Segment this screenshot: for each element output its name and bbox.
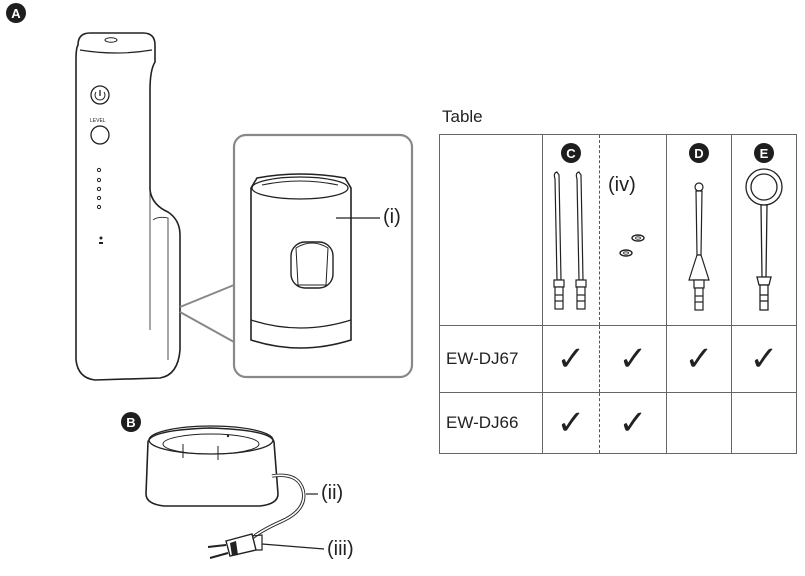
power-button-icon (90, 85, 110, 105)
row-model-label: EW-DJ66 (439, 392, 543, 454)
label-a-badge: A (6, 3, 26, 23)
header-oring-iv: (iv) (599, 134, 667, 326)
check-cell (666, 392, 732, 454)
check-cell: ✓ (599, 325, 667, 393)
header-nozzle-d: D (666, 134, 732, 326)
level-button-icon (90, 125, 110, 145)
header-nozzle-c: C (542, 134, 600, 326)
header-nozzle-e: E (731, 134, 797, 326)
check-cell (731, 392, 797, 454)
accessory-table: C (iv) (439, 134, 797, 454)
callout-iii: (iii) (327, 538, 354, 560)
main-unit-illustration (75, 32, 414, 381)
check-cell: ✓ (542, 392, 600, 454)
orthodontic-nozzle-icon (688, 182, 710, 311)
check-cell: ✓ (599, 392, 667, 454)
callout-ii: (ii) (321, 482, 344, 504)
table-title: Table (442, 107, 483, 126)
label-c-badge: C (561, 143, 581, 163)
label-b-badge: B (121, 412, 141, 432)
check-cell: ✓ (542, 325, 600, 393)
check-cell: ✓ (666, 325, 732, 393)
label-e-badge: E (754, 143, 774, 163)
label-d-badge: D (689, 143, 709, 163)
standard-nozzle-icon (553, 171, 587, 310)
level-button-label: LEVEL (90, 118, 106, 124)
row-model-label: EW-DJ67 (439, 325, 543, 393)
callout-iv: (iv) (608, 174, 636, 196)
check-cell: ✓ (731, 325, 797, 393)
header-empty-cell (439, 134, 543, 326)
charging-stand-illustration (145, 425, 325, 559)
callout-i: (i) (383, 206, 401, 228)
tongue-cleaner-icon (745, 168, 783, 311)
o-ring-icon (619, 234, 645, 257)
